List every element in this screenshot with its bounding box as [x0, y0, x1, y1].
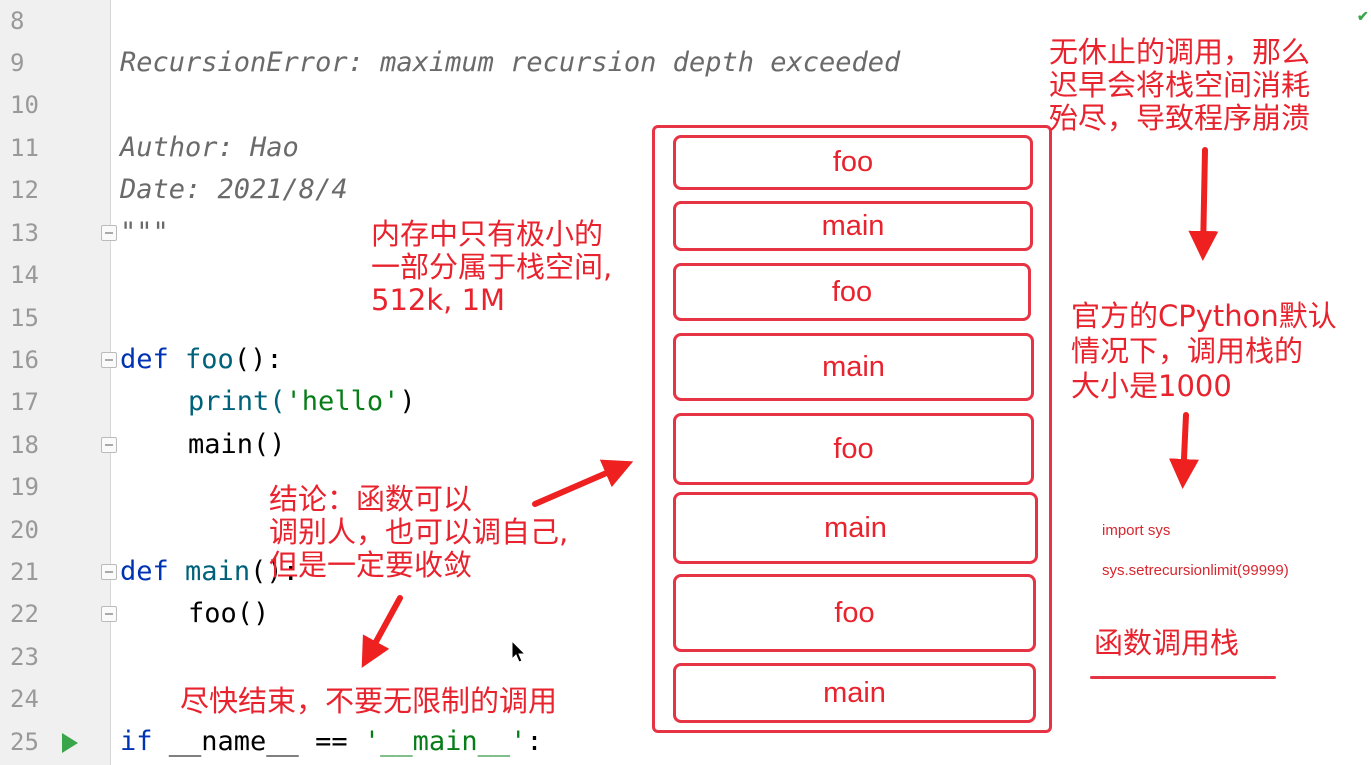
line-number: 23 — [10, 643, 39, 671]
function-name-foo: foo — [185, 344, 234, 375]
stack-title-underline — [1090, 676, 1276, 679]
code-line-print: print('hello') — [188, 382, 416, 422]
line-number: 8 — [10, 7, 25, 35]
line-number: 16 — [10, 346, 39, 374]
docstring-error-line: RecursionError: maximum recursion depth … — [120, 47, 901, 78]
run-icon[interactable] — [62, 733, 78, 753]
stack-frame: main — [673, 492, 1038, 564]
annotation-cpython: 官方的CPython默认 情况下，调用栈的 大小是1000 — [1071, 299, 1337, 403]
code-line-foo-call: foo() — [188, 598, 270, 629]
line-number: 17 — [10, 388, 39, 416]
code-line-main-call: main() — [188, 429, 286, 460]
line-number-gutter — [0, 0, 111, 765]
stack-frame: foo — [673, 574, 1036, 652]
stack-frame: foo — [673, 263, 1031, 321]
annotation-stack-title: 函数调用栈 — [1094, 626, 1240, 660]
line-number: 21 — [10, 558, 39, 586]
keyword-def: def — [120, 344, 169, 375]
signature: (): — [233, 344, 283, 375]
arrow-cpython — [1168, 412, 1199, 489]
code-line-if-main: if __name__ == '__main__': — [120, 722, 543, 762]
fold-marker-icon[interactable] — [101, 437, 117, 453]
line-number: 13 — [10, 219, 39, 247]
stack-frame: main — [673, 201, 1033, 251]
call-stack-container — [652, 125, 1052, 733]
line-number: 20 — [10, 516, 39, 544]
line-number: 15 — [10, 304, 39, 332]
line-number: 11 — [10, 134, 39, 162]
fold-marker-icon[interactable] — [101, 225, 117, 241]
keyword-def: def — [120, 556, 169, 587]
keyword-if: if — [120, 726, 153, 757]
line-number: 25 — [10, 728, 39, 756]
docstring-close: """ — [120, 217, 169, 248]
docstring-date: Date: 2021/8/4 — [120, 174, 348, 205]
annotation-bottom: 尽快结束，不要无限制的调用 — [180, 684, 558, 718]
fold-marker-icon[interactable] — [101, 606, 117, 622]
annotation-conclusion: 结论：函数可以 调别人，也可以调自己, 但是一定要收敛 — [269, 482, 569, 582]
line-number: 12 — [10, 176, 39, 204]
line-number: 24 — [10, 685, 39, 713]
signature: (): — [250, 556, 299, 587]
fold-marker-icon[interactable] — [101, 564, 117, 580]
arrow-top-right — [1188, 147, 1219, 261]
stack-frame: foo — [673, 413, 1034, 485]
fold-marker-icon[interactable] — [101, 352, 117, 368]
function-name-main: main — [185, 556, 251, 587]
stack-frame: main — [673, 663, 1036, 723]
arrow-bottom — [361, 595, 403, 668]
check-icon: ✔ — [1357, 8, 1369, 24]
stack-frame: main — [673, 333, 1034, 401]
line-number: 22 — [10, 600, 39, 628]
line-number: 18 — [10, 431, 39, 459]
line-number: 19 — [10, 473, 39, 501]
line-number: 14 — [10, 261, 39, 289]
annotation-memory: 内存中只有极小的 一部分属于栈空间, 512k, 1M — [371, 217, 613, 317]
string-hello: 'hello' — [285, 386, 400, 417]
paren-close: ) — [399, 386, 416, 417]
code-line-def-foo: def foo(): — [120, 340, 283, 380]
print-call: print( — [188, 386, 286, 417]
mouse-cursor-icon — [511, 640, 527, 663]
annotation-import-sys: import sys — [1102, 522, 1171, 539]
annotation-top-right: 无休止的调用，那么 迟早会将栈空间消耗 殆尽，导致程序崩溃 — [1049, 35, 1311, 135]
annotation-set-limit: sys.setrecursionlimit(99999) — [1102, 562, 1289, 579]
line-number: 9 — [10, 49, 25, 77]
if-condition: __name__ == — [152, 726, 364, 757]
docstring-author: Author: Hao — [120, 132, 299, 163]
colon: : — [526, 726, 543, 757]
line-number: 10 — [10, 91, 39, 119]
stack-frame: foo — [673, 135, 1033, 190]
string-main: '__main__' — [363, 726, 527, 757]
code-line-def-main: def main(): — [120, 552, 299, 592]
